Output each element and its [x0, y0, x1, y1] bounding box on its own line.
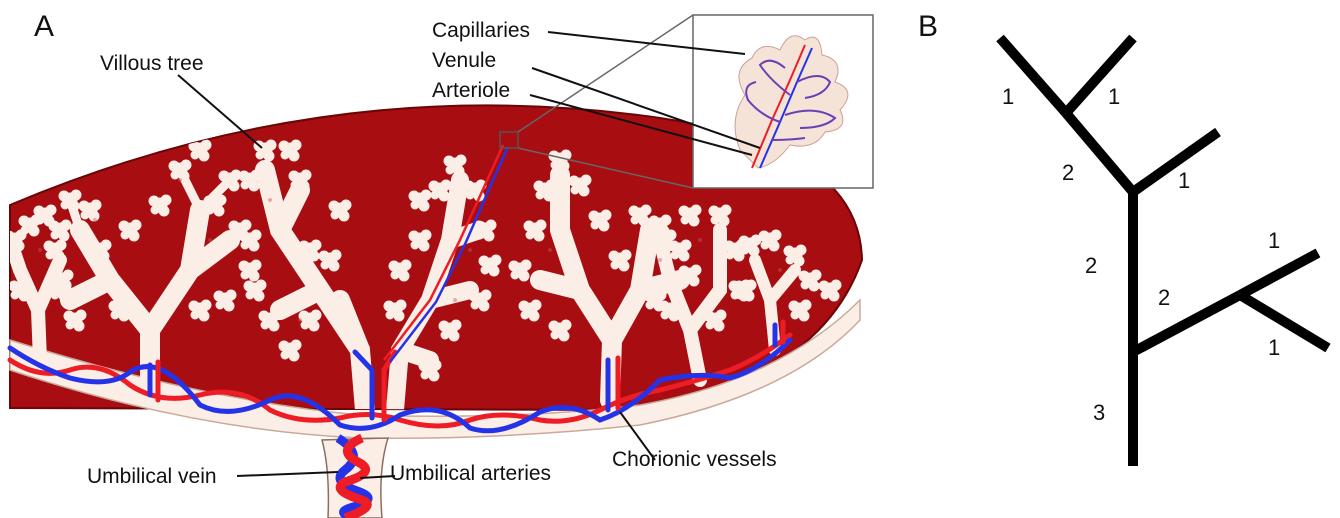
label-arteriole: Arteriole: [432, 79, 510, 102]
label-venule: Venule: [432, 49, 496, 72]
panel-b-letter: B: [918, 10, 938, 43]
order-label-6: 2: [1158, 285, 1170, 310]
label-umbilical-arteries: Umbilical arteries: [390, 462, 551, 485]
leader-umbilical-vein: [237, 472, 338, 476]
label-capillaries: Capillaries: [432, 19, 530, 42]
label-villous-tree: Villous tree: [100, 52, 204, 75]
order-label-1: 1: [1002, 84, 1014, 109]
panel-b: B 1 1 2 1 2 2 1 1 3: [918, 10, 1328, 466]
order-label-5: 2: [1085, 253, 1097, 278]
segment-upper-left: [1066, 113, 1133, 192]
umbilical-cord: [322, 438, 388, 518]
order-label-3: 2: [1062, 160, 1074, 185]
label-umbilical-vein: Umbilical vein: [87, 465, 217, 488]
panel-a: A: [4, 10, 873, 518]
panel-a-letter: A: [34, 10, 54, 43]
segment-right-lower-lower: [1240, 295, 1328, 348]
order-label-7: 1: [1268, 228, 1280, 253]
order-label-2: 1: [1108, 84, 1120, 109]
order-label-8: 1: [1268, 335, 1280, 360]
order-label-4: 1: [1178, 168, 1190, 193]
label-chorionic-vessels: Chorionic vessels: [612, 448, 777, 471]
order-label-9: 3: [1093, 400, 1105, 425]
segment-right-lower: [1133, 295, 1240, 352]
segment-top-right: [1066, 38, 1133, 113]
segment-upper-right: [1133, 132, 1218, 192]
segment-right-lower-upper: [1240, 253, 1318, 295]
